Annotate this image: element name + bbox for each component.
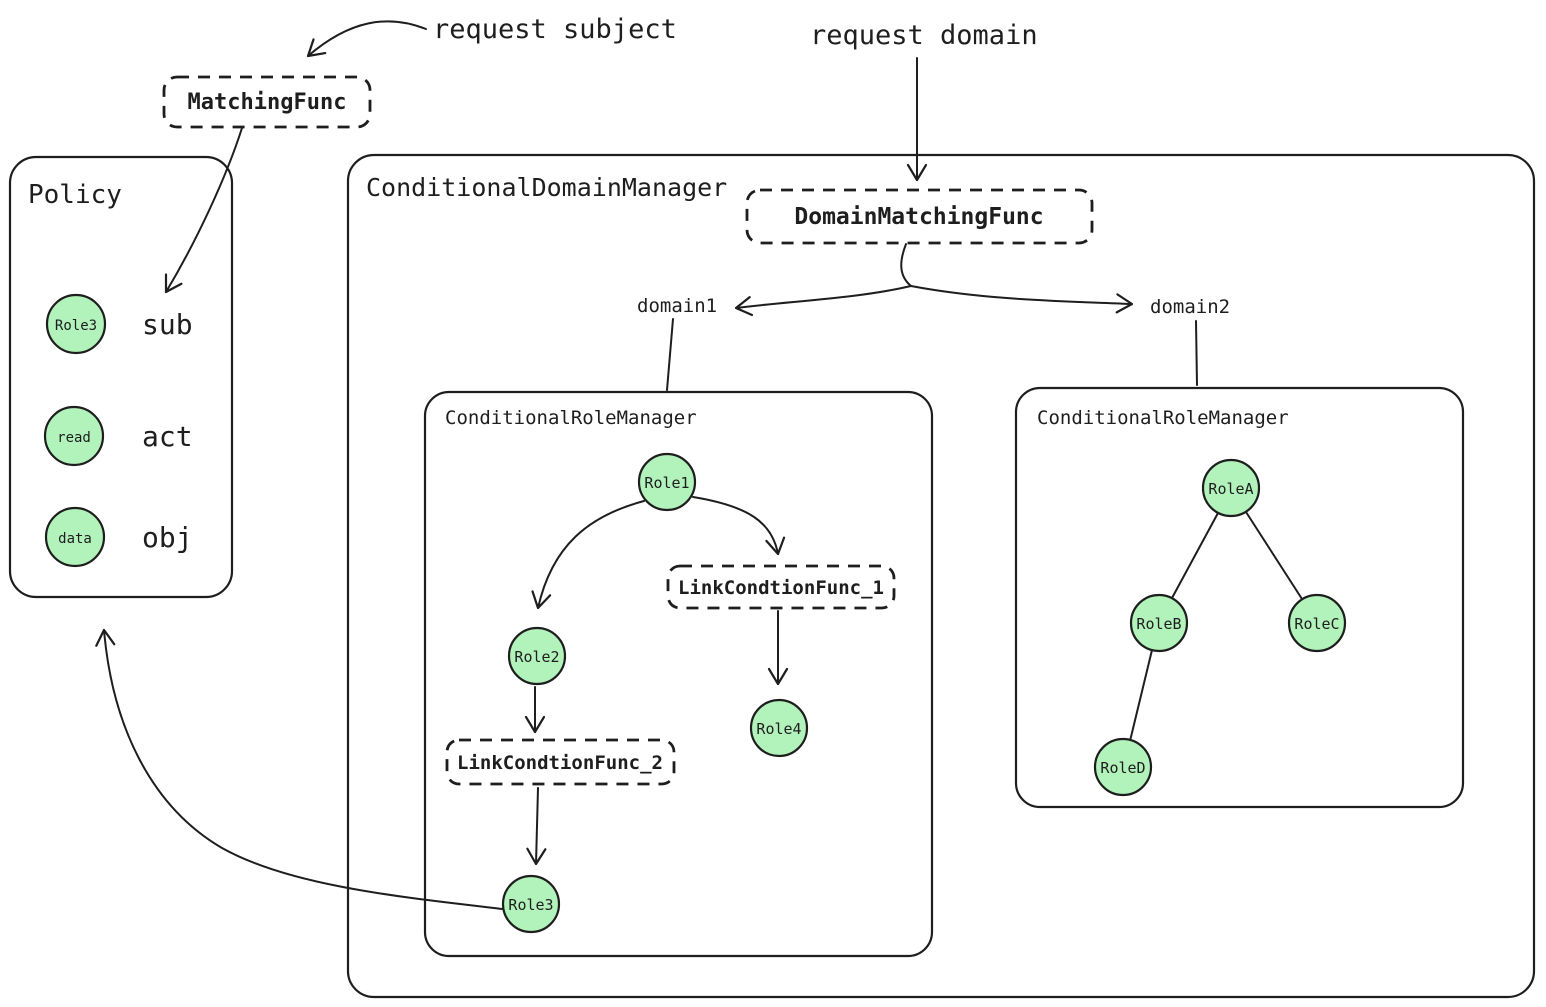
matching-func-label: MatchingFunc [188, 90, 347, 115]
linkcondfunc2-to-role3-arrow [526, 787, 547, 866]
domain-matching-func-box [745, 188, 1094, 245]
role-manager-domain1-box [423, 390, 934, 958]
policy-node-role3-label: Role3 [55, 318, 97, 334]
domain1-connector [666, 318, 674, 391]
roleB-roleD-edge [1129, 649, 1153, 742]
role-manager-domain1-title: ConditionalRoleManager [445, 407, 697, 429]
node-roleB-label: RoleB [1136, 615, 1181, 633]
role1-to-role2-arrow [531, 500, 645, 610]
link-condition-func-1-label: LinkCondtionFunc_1 [678, 577, 884, 599]
role-manager-domain2-box [1014, 386, 1465, 809]
node-roleD-label: RoleD [1100, 759, 1145, 777]
domain-matching-func-label: DomainMatchingFunc [794, 204, 1043, 230]
policy-title: Policy [28, 180, 122, 210]
policy-field-obj: obj [142, 521, 193, 554]
policy-node-data-label: data [58, 531, 92, 547]
node-role1 [637, 452, 697, 512]
domain2-label: domain2 [1150, 296, 1230, 318]
roleA-roleC-edge [1245, 511, 1303, 600]
domain1-arrow [734, 285, 912, 317]
node-role4-label: Role4 [756, 720, 801, 738]
policy-field-act: act [142, 420, 193, 453]
request-subject-arrow [306, 20, 427, 58]
link-condition-func-2-box [445, 738, 676, 786]
roleA-roleB-edge [1171, 512, 1219, 599]
policy-field-sub: sub [142, 308, 193, 341]
domain-fork-stem [900, 243, 912, 287]
domain1-label: domain1 [637, 295, 717, 317]
node-roleC-label: RoleC [1294, 615, 1339, 633]
policy-node-role3 [45, 293, 107, 355]
node-role3 [501, 874, 561, 934]
policy-node-data [44, 506, 106, 568]
role1-to-linkcondfunc1-arrow [692, 496, 786, 556]
domain2-connector [1195, 320, 1198, 386]
node-roleC [1287, 593, 1347, 653]
conditional-domain-manager-box [346, 153, 1536, 999]
node-roleB [1129, 593, 1189, 653]
request-subject-label: request subject [433, 14, 677, 45]
link-condition-func-2-label: LinkCondtionFunc_2 [457, 752, 663, 774]
link-condition-func-1-box [666, 564, 896, 610]
node-role4 [749, 698, 809, 758]
node-role1-label: Role1 [644, 474, 689, 492]
node-roleA [1201, 458, 1261, 518]
node-roleA-label: RoleA [1208, 480, 1253, 498]
node-role3-label: Role3 [508, 896, 553, 914]
role3-to-policy-arrow [95, 628, 504, 910]
node-roleD [1093, 737, 1153, 797]
domain2-arrow [910, 285, 1134, 314]
policy-box [8, 155, 234, 599]
policy-node-read-label: read [57, 430, 91, 446]
request-domain-label: request domain [810, 20, 1038, 51]
policy-node-read [43, 405, 105, 467]
conditional-domain-manager-title: ConditionalDomainManager [366, 173, 727, 202]
node-role2 [507, 626, 567, 686]
matching-func-box [162, 75, 372, 129]
node-role2-label: Role2 [514, 648, 559, 666]
matching-func-to-policy-arrow [164, 127, 243, 294]
role-manager-domain2-title: ConditionalRoleManager [1037, 407, 1289, 429]
